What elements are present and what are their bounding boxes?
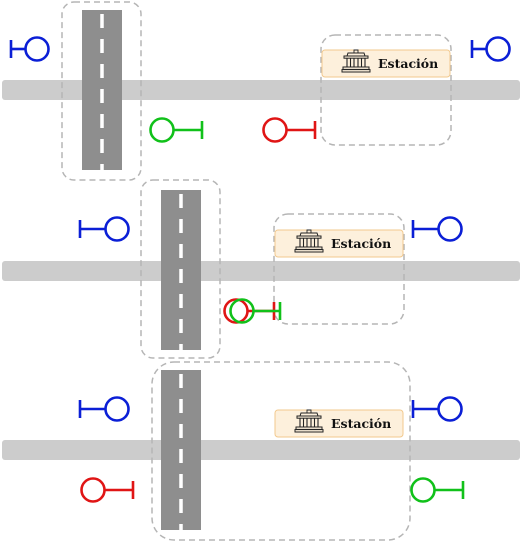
signal-icon <box>78 396 130 422</box>
station-zone <box>320 34 452 146</box>
signal-icon <box>411 396 463 422</box>
road-zone <box>61 1 142 181</box>
scene-1: Estación <box>2 1 520 181</box>
signal-icon <box>149 117 204 143</box>
station-label: Estación <box>331 416 391 431</box>
station-label: Estación <box>331 236 391 251</box>
road-zone <box>140 179 221 359</box>
rail-track <box>2 440 520 460</box>
signal-icon <box>78 216 130 242</box>
signal-icon <box>9 36 50 62</box>
signal-lamp <box>437 216 463 242</box>
rail-track <box>2 80 520 100</box>
station: Estación <box>321 49 451 78</box>
signal-lamp <box>229 298 255 324</box>
signal-icon <box>80 477 135 503</box>
scene-3: Estación <box>2 361 520 541</box>
road-zone <box>151 361 411 541</box>
signal-lamp <box>223 298 249 324</box>
signal-lamp <box>262 117 288 143</box>
signal-lamp <box>104 396 130 422</box>
rail-track <box>2 261 520 281</box>
signal-icon <box>229 298 282 324</box>
station-label: Estación <box>378 56 438 71</box>
signal-icon <box>262 117 317 143</box>
signal-lamp <box>80 477 106 503</box>
signal-icon <box>411 216 463 242</box>
signal-lamp <box>437 396 463 422</box>
station-badge <box>274 229 404 258</box>
signal-lamp <box>410 477 436 503</box>
station-badge <box>321 49 451 78</box>
station-zone <box>273 213 405 325</box>
station: Estación <box>274 229 404 258</box>
signal-lamp <box>149 117 175 143</box>
signal-lamp <box>104 216 130 242</box>
signal-lamp <box>485 36 511 62</box>
signal-icon <box>470 36 511 62</box>
station: Estación <box>274 409 404 438</box>
scene-2: Estación <box>2 179 520 359</box>
station-badge <box>274 409 404 438</box>
signal-lamp <box>24 36 50 62</box>
signal-icon <box>410 477 465 503</box>
